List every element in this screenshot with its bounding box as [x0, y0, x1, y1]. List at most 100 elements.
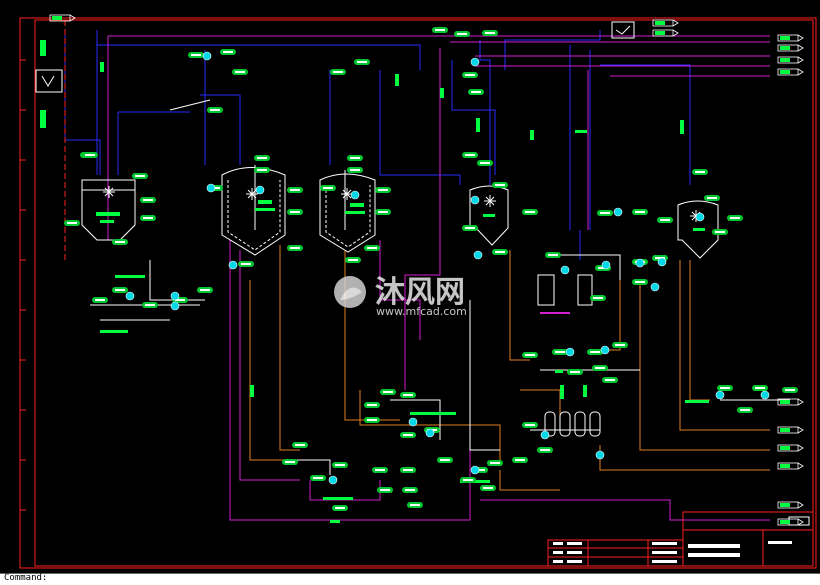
instrument-tag-icon	[480, 485, 496, 491]
valve-icon	[695, 212, 705, 222]
instrument-tag-icon	[354, 59, 370, 65]
arrow-icon-group	[49, 14, 804, 526]
instrument-tag-icon	[632, 209, 648, 215]
valve-icon	[425, 428, 435, 438]
instrument-tag-icon	[752, 385, 768, 391]
instrument-tag-icon	[375, 187, 391, 193]
valve-icon	[565, 347, 575, 357]
instrument-tag-icon	[468, 89, 484, 95]
instrument-tag-icon	[487, 460, 503, 466]
instrument-tag-icon	[207, 107, 223, 113]
instrument-tag-icon	[597, 210, 613, 216]
instrument-tag-icon	[364, 417, 380, 423]
valve-icon	[657, 257, 667, 267]
instrument-tag-icon	[522, 352, 538, 358]
instrument-tag-icon	[737, 407, 753, 413]
vessel-icon	[544, 411, 601, 437]
instrument-tag-icon	[282, 459, 298, 465]
instrument-tag-icon	[112, 239, 128, 245]
instrument-tag-icon	[522, 422, 538, 428]
title-block	[547, 511, 814, 567]
arrow-icon	[49, 14, 76, 22]
valve-icon	[255, 185, 265, 195]
instrument-tag-icon	[400, 432, 416, 438]
instrument-tag-icon	[462, 72, 478, 78]
instrument-tag-icon	[375, 209, 391, 215]
valve-icon	[170, 291, 180, 301]
instrument-tag-icon	[364, 245, 380, 251]
instrument-tag-icon	[400, 467, 416, 473]
instrument-tag-icon	[232, 69, 248, 75]
arrow-icon	[777, 44, 804, 52]
instrument-tag-icon	[188, 52, 204, 58]
instrument-tag-icon	[402, 487, 418, 493]
instrument-tag-icon	[254, 155, 270, 161]
instrument-tag-icon	[347, 167, 363, 173]
valve-icon	[228, 260, 238, 270]
instrument-tag-icon	[437, 457, 453, 463]
vessel-icon	[677, 200, 719, 259]
instrument-tag-icon	[492, 182, 508, 188]
blue-process-lines	[64, 30, 691, 260]
frame-ticks	[20, 59, 26, 511]
instrument-tag-icon	[567, 369, 583, 375]
instrument-tag-icon	[462, 225, 478, 231]
instrument-tag-icon	[287, 187, 303, 193]
instrument-tag-icon	[587, 349, 603, 355]
instrument-tag-icon	[332, 462, 348, 468]
instrument-tag-icon	[727, 215, 743, 221]
valve-icon	[408, 417, 418, 427]
valve-icon	[125, 291, 135, 301]
instrument-tag-icon	[347, 155, 363, 161]
arrow-icon	[777, 462, 804, 470]
valve-icon	[350, 190, 360, 200]
valve-icon	[202, 51, 212, 61]
instrument-tag-icon	[460, 477, 476, 483]
arrow-icon	[777, 426, 804, 434]
arrow-icon	[777, 518, 804, 526]
instrument-tag-icon	[477, 160, 493, 166]
instrument-tag-icon	[380, 389, 396, 395]
valve-icon-group	[125, 51, 770, 485]
valve-icon	[600, 345, 610, 355]
valve-icon	[473, 250, 483, 260]
vessel-icon	[319, 170, 376, 253]
valve-icon	[170, 301, 180, 311]
instrument-tag-icon	[704, 195, 720, 201]
arrow-icon	[777, 68, 804, 76]
instrument-tag-icon	[537, 447, 553, 453]
valve-icon	[715, 390, 725, 400]
valve-icon	[595, 450, 605, 460]
arrow-icon	[652, 19, 679, 27]
valve-icon	[560, 265, 570, 275]
valve-icon	[470, 195, 480, 205]
instrument-tag-icon	[545, 252, 561, 258]
instrument-tag-icon	[364, 402, 380, 408]
instrument-tag-icon	[712, 229, 728, 235]
arrow-icon	[777, 501, 804, 509]
instrument-tag-icon	[462, 152, 478, 158]
valve-icon	[470, 465, 480, 475]
instrument-tag-icon	[372, 467, 388, 473]
command-line[interactable]: Command:	[0, 573, 820, 585]
instrument-tag-icon	[552, 349, 568, 355]
arrow-icon	[777, 398, 804, 406]
instrument-tag-icon	[717, 385, 733, 391]
instrument-tag-icon	[692, 169, 708, 175]
instrument-tag-icon	[632, 279, 648, 285]
instrument-tag-icon	[140, 197, 156, 203]
instrument-tag-icon	[612, 342, 628, 348]
instrument-tag-icon	[482, 30, 498, 36]
arrow-icon	[777, 56, 804, 64]
instrument-tag-icon	[330, 69, 346, 75]
valve-icon	[540, 430, 550, 440]
valve-icon	[470, 57, 480, 67]
arrow-icon	[652, 29, 679, 37]
valve-icon	[635, 258, 645, 268]
instrument-tag-icon	[377, 487, 393, 493]
instrument-tag-icon	[592, 365, 608, 371]
instrument-tag-icon	[310, 475, 326, 481]
instrument-tag-icon	[287, 245, 303, 251]
instrument-tag-icon	[345, 257, 361, 263]
